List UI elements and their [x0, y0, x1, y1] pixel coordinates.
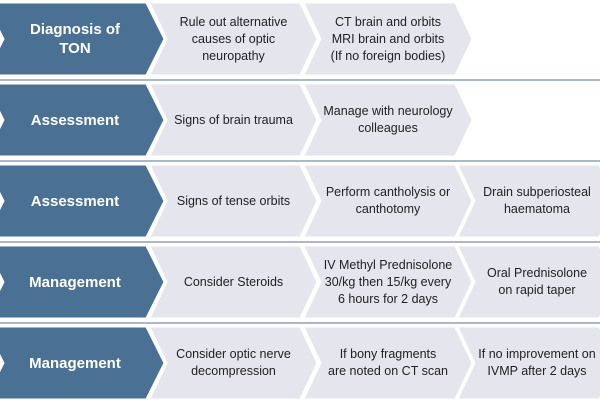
text-line: Management: [29, 273, 121, 291]
row-divider-1: [0, 79, 600, 81]
row-3-step-1-label: Signs of tense orbits: [167, 165, 300, 237]
row-4-header-label: Management: [4, 246, 146, 318]
row-5-step-2-chevron: [304, 327, 472, 399]
row-1-step-1-label: Rule out alternative causes of optic neur…: [167, 3, 300, 75]
text-line: Signs of brain trauma: [174, 112, 293, 127]
row-5-header-chevron: [0, 327, 164, 399]
row-2-header-label: Assessment: [4, 84, 146, 156]
text-line: Assessment: [30, 192, 120, 210]
row-5-header-label: Management: [4, 327, 146, 399]
row-5-step-2-label: If bony fragments are noted on CT scan: [321, 327, 455, 399]
row-1-header-label: Diagnosis of TON: [4, 3, 146, 75]
row-4-step-1-chevron: [150, 246, 317, 318]
text-line: Perform cantholysis or: [325, 185, 451, 199]
flow-row-3: Assessment Signs of tense orbits Perform c…: [0, 165, 600, 237]
text-line: TON: [59, 40, 91, 57]
text-line: (If no foreign bodies): [330, 48, 446, 63]
row-2-step-2-chevron: [304, 84, 472, 156]
text-line: Diagnosis of: [29, 21, 120, 38]
row-4-step-2-chevron: [304, 246, 472, 318]
row-1-header-chevron: [0, 3, 164, 75]
row-1-step-2-chevron: [304, 3, 472, 75]
flow-row-5: Management Consider optic nerve decompress…: [0, 327, 600, 399]
row-4-header-chevron: [0, 246, 164, 318]
text-line: Rule out alternative: [179, 14, 288, 29]
text-line: 6 hours for 2 days: [337, 291, 439, 306]
row-3-header-chevron: [0, 165, 164, 237]
row-3-header-label: Assessment: [4, 165, 146, 237]
text-line: Management: [29, 354, 121, 372]
text-line: colleagues: [358, 121, 418, 135]
text-line: Drain subperiosteal: [483, 185, 591, 199]
row-1-step-1-chevron: [150, 3, 317, 75]
text-line: causes of optic neuropathy: [191, 31, 276, 63]
text-line: Consider Steroids: [183, 274, 284, 289]
row-4-step-3-label: Oral Prednisolone on rapid taper: [475, 246, 599, 318]
text-line: Consider optic nerve: [176, 347, 291, 361]
row-4-step-2-label: IV Methyl Prednisolone 30/kg then 15/kg e…: [321, 246, 455, 318]
row-3-step-3-label: Drain subperiosteal haematoma: [475, 165, 599, 237]
text-line: on rapid taper: [498, 283, 576, 297]
text-line: If bony fragments: [339, 347, 437, 361]
row-3-step-2-label: Perform cantholysis or canthotomy: [321, 165, 455, 237]
text-line: IVMP after 2 days: [487, 364, 587, 378]
row-divider-4: [0, 322, 600, 324]
row-divider-2: [0, 160, 600, 162]
row-3-step-2-chevron: [304, 165, 472, 237]
text-line: 30/kg then 15/kg every: [324, 274, 452, 289]
row-2-header-chevron: [0, 84, 164, 156]
text-line: MRI brain and orbits: [331, 31, 445, 46]
row-2-step-1-chevron: [150, 84, 317, 156]
row-5-step-3-label: If no improvement on IVMP after 2 days: [475, 327, 599, 399]
row-5-step-1-chevron: [150, 327, 317, 399]
row-4-step-3-chevron: [458, 246, 600, 318]
text-line: If no improvement on: [478, 347, 596, 361]
text-line: CT brain and orbits: [334, 14, 442, 29]
text-line: Signs of tense orbits: [176, 193, 291, 208]
text-line: Oral Prednisolone: [486, 266, 588, 280]
row-3-step-3-chevron: [458, 165, 600, 237]
text-line: decompression: [191, 364, 276, 378]
row-5-step-3-chevron: [458, 327, 600, 399]
flow-row-4: Management Consider Steroids IV Methyl Pre…: [0, 246, 600, 318]
text-line: are noted on CT scan: [328, 364, 448, 378]
flow-row-2: Assessment Signs of brain trauma Manage wi…: [0, 84, 600, 156]
text-line: canthotomy: [355, 202, 421, 216]
row-4-step-1-label: Consider Steroids: [167, 246, 300, 318]
flow-row-1: Diagnosis of TON Rule out alternative cause…: [0, 3, 600, 75]
text-line: haematoma: [503, 202, 570, 216]
row-3-step-1-chevron: [150, 165, 317, 237]
text-line: Manage with neurology: [323, 104, 453, 118]
row-2-step-2-label: Manage with neurology colleagues: [321, 84, 455, 156]
row-2-step-1-label: Signs of brain trauma: [167, 84, 300, 156]
text-line: Assessment: [30, 111, 120, 129]
text-line: IV Methyl Prednisolone: [323, 257, 453, 272]
row-5-step-1-label: Consider optic nerve decompression: [167, 327, 300, 399]
row-divider-3: [0, 241, 600, 243]
